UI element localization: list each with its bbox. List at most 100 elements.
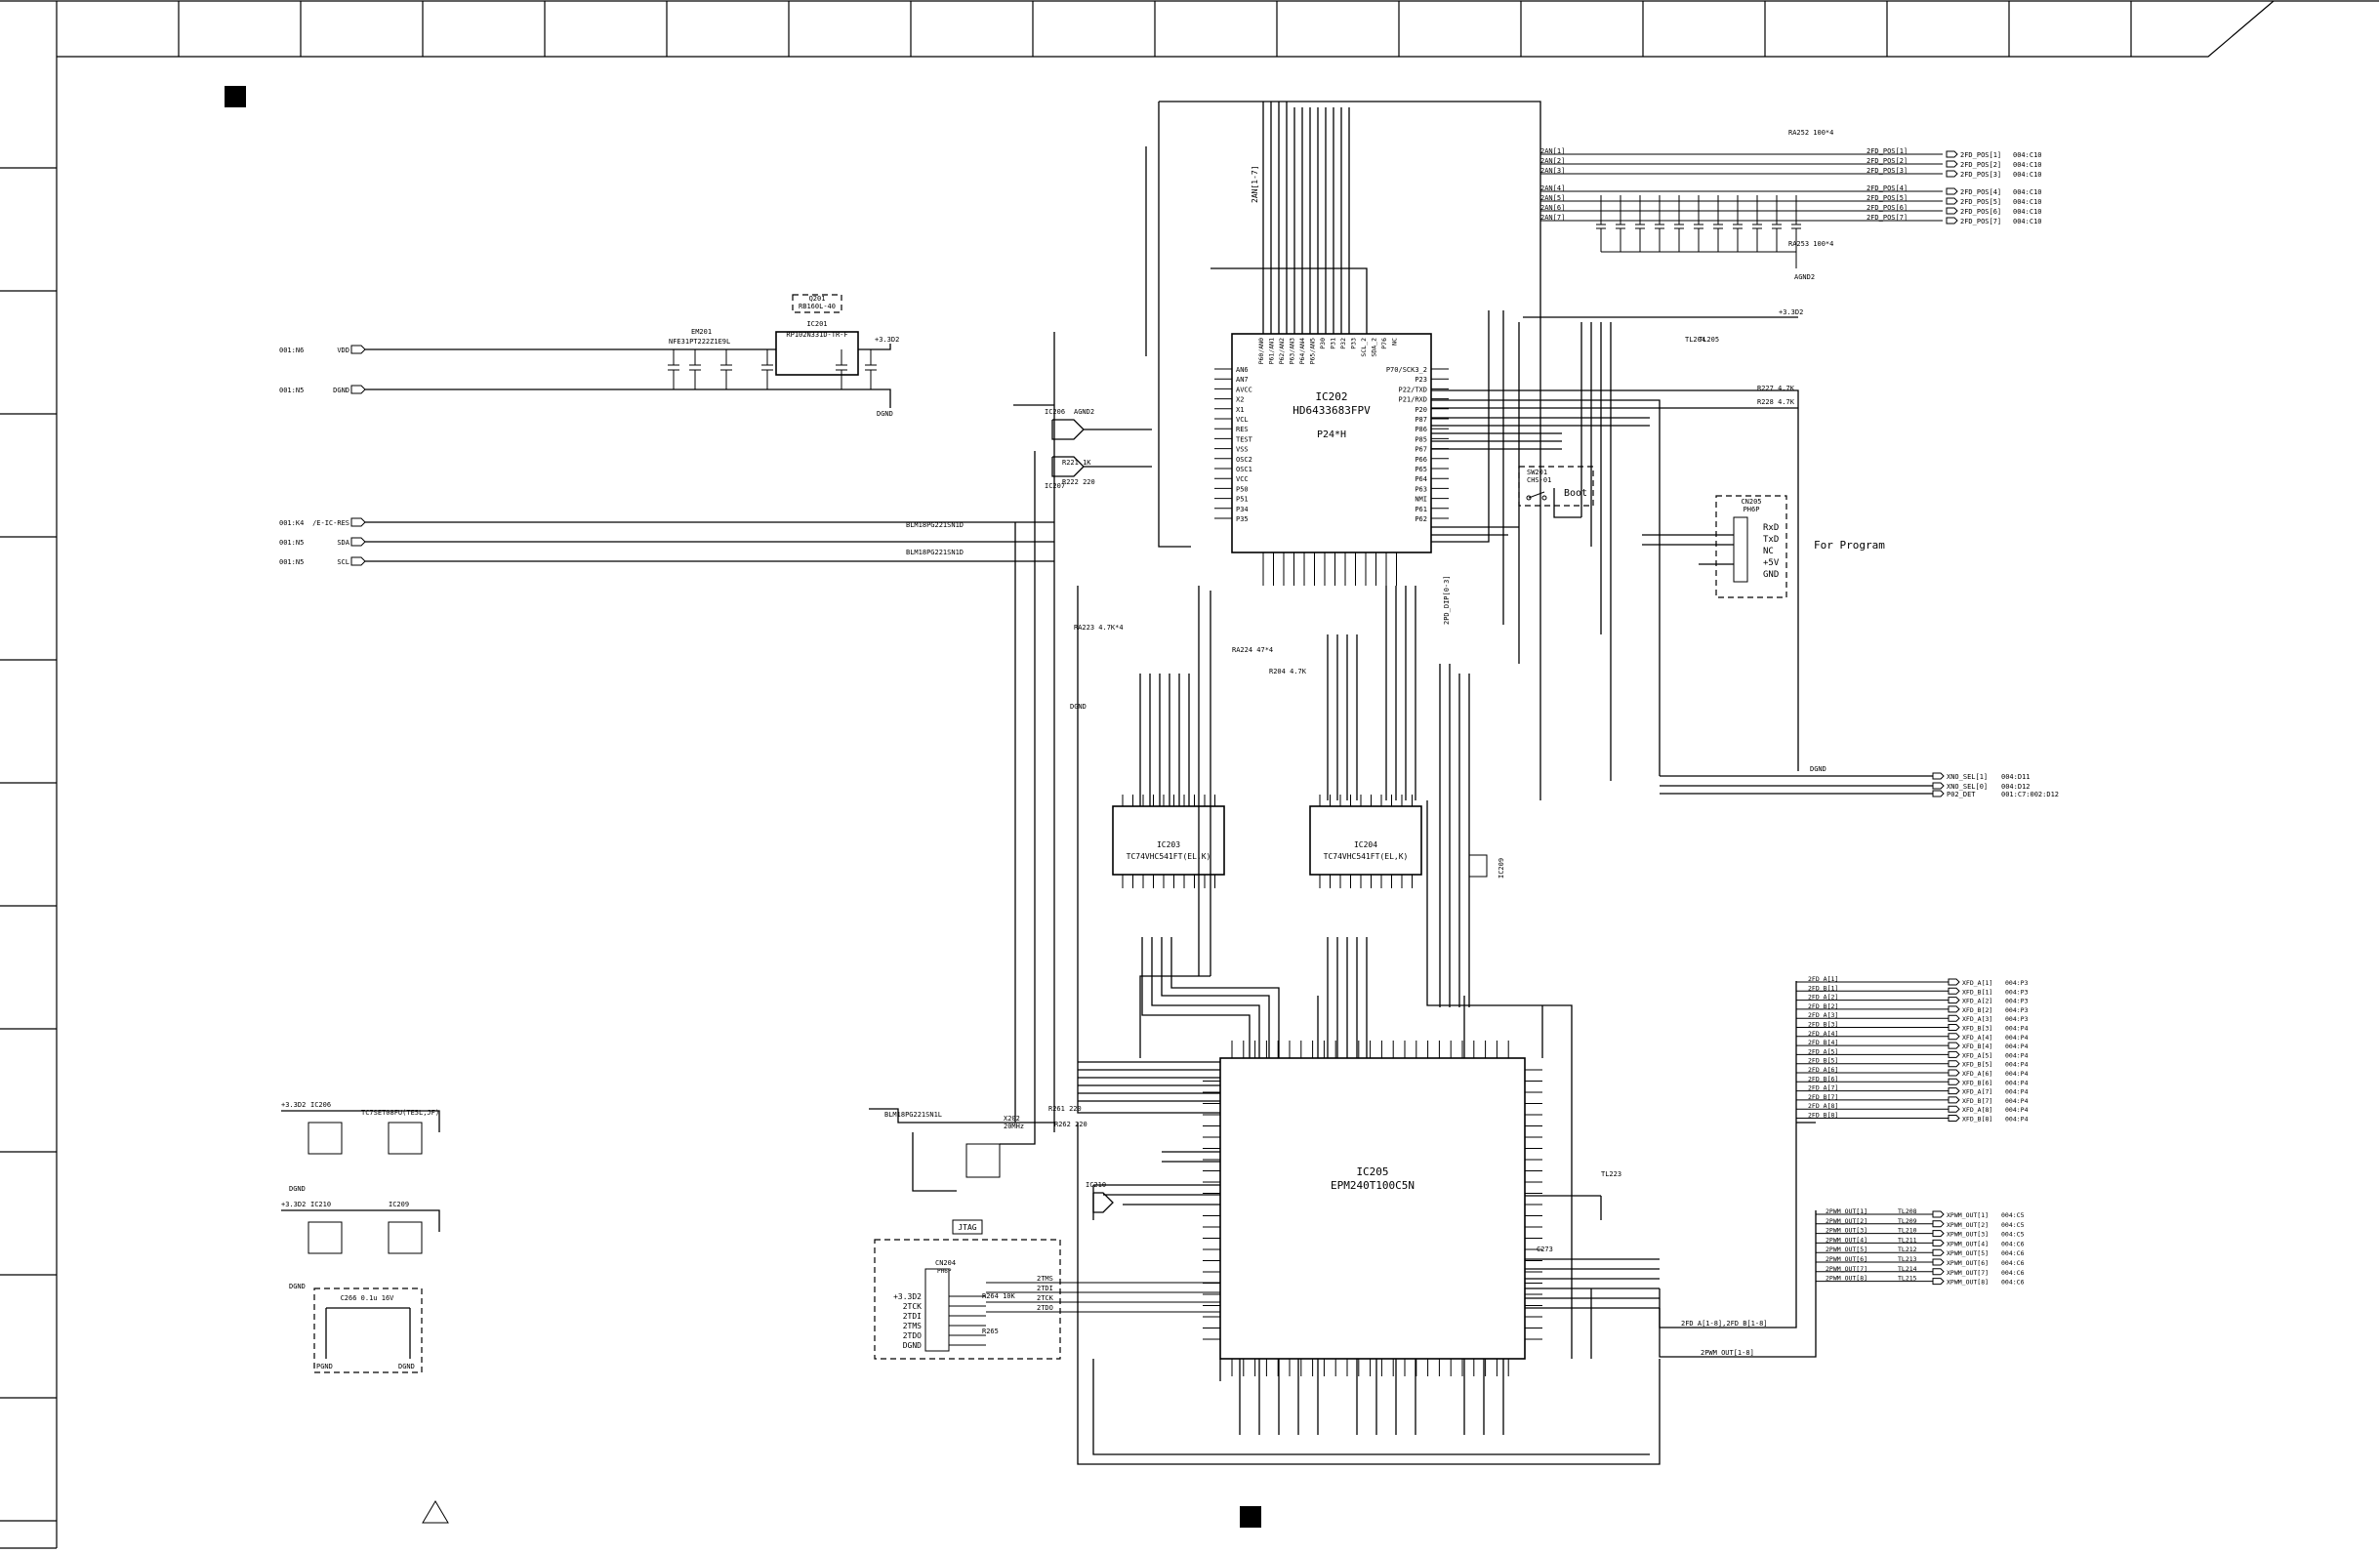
misc-labels: RA223 4.7K*4 RA224 47*4 R204 4.7K R221 1… [906, 273, 1826, 1335]
pwm-out-name: XPWM_OUT[1] [1947, 1211, 1989, 1219]
fd-out-ref: 004:P4 [2005, 1116, 2029, 1124]
ic202-pin-right: P21/RXD [1398, 396, 1427, 404]
mcu-agnd-label: AGND2 [1074, 408, 1094, 416]
pwm-tl-label: TL211 [1898, 1236, 1917, 1244]
input-net-name: SCL [337, 558, 349, 566]
output-port-icon [1948, 1042, 1960, 1049]
fd-out-name: XFD_B[1] [1962, 988, 1992, 996]
input-net-name: /E-IC-RES [312, 519, 349, 527]
input-net-name: SDA [337, 539, 349, 547]
tl204-label: TL204 [1685, 336, 1705, 344]
an-net-label: 2AN[6] [1540, 204, 1565, 212]
fd-out-ref: 004:P4 [2005, 1042, 2029, 1050]
r265-label: R265 [982, 1328, 999, 1335]
pgnd-label: PGND [316, 1363, 333, 1370]
sel-out-ref: 001:C7:002:D12 [2001, 791, 2059, 798]
pos-out-ref: 004:C10 [2013, 198, 2042, 206]
reg-gnd: DGND [877, 410, 893, 418]
ic210-lower-ref: IC210 [310, 1201, 331, 1208]
fd-out-ref: 004:P4 [2005, 1061, 2029, 1069]
fd-out-ref: 004:P4 [2005, 1051, 2029, 1059]
pwm-out-ref: 004:C6 [2001, 1279, 2025, 1287]
cn205-part: PH6P [1744, 506, 1760, 513]
ic204-part: TC74VHC541FT(EL,K) [1324, 852, 1409, 861]
r264-label: R264 10K [982, 1292, 1016, 1300]
ic202-pin-top: SCL_2 [1360, 338, 1368, 357]
ic202-part: HD6433683FPV [1293, 404, 1371, 417]
sel-out-ref: 004:D11 [2001, 773, 2031, 781]
em201-part: NFE31PT222Z1E9L [669, 338, 730, 346]
fd-out-name: XFD_A[5] [1962, 1051, 1992, 1059]
output-port-icon [1948, 1078, 1960, 1085]
an-net-label: 2AN[7] [1540, 214, 1565, 222]
output-port-icon [1948, 1060, 1960, 1068]
ic202-pin-top: P32 [1339, 338, 1347, 349]
ra252-label: RA252 100*4 [1788, 129, 1833, 137]
pos-net-label: 2FD_POS[3] [1867, 167, 1908, 175]
an-net-label: 2AN[1] [1540, 147, 1565, 155]
em201-ref: EM201 [691, 328, 712, 336]
ic202-pin-top: P65/AN5 [1309, 338, 1317, 364]
input-port-icon [350, 385, 366, 394]
tl205-label: TL205 [1699, 336, 1719, 344]
jtag-pin-label: DGND [903, 1341, 922, 1350]
output-port-icon [1948, 1087, 1960, 1095]
output-port-icon [1946, 197, 1958, 205]
pos-out-ref: 004:C10 [2013, 188, 2042, 196]
fd-bus-label: 2FD_A[1-8],2FD_B[1-8] [1681, 1320, 1768, 1328]
pos-net-label: 2FD_POS[5] [1867, 194, 1908, 202]
output-port-icon [1948, 997, 1960, 1004]
ic202-pin-left: AN7 [1236, 376, 1249, 384]
ic202-pin-right: P63 [1415, 485, 1427, 493]
fd-net-label: 2FD_A[6] [1808, 1066, 1838, 1074]
l202-label: BLM18PG221SN1D [906, 521, 964, 529]
reg-out-rail: +3.3D2 [875, 336, 899, 344]
input-port-icon [350, 556, 366, 566]
ic202-pin-top: NC [1391, 338, 1399, 346]
ic202-pin-left: P50 [1236, 485, 1249, 493]
input-sheet-ref: 001:N5 [279, 387, 304, 394]
an-net-label: 2AN[5] [1540, 194, 1565, 202]
l201-label: BLM18PG221SN1L [884, 1111, 942, 1119]
ic201-ref: IC201 [806, 320, 827, 328]
ic202-pin-right: P85 [1415, 435, 1427, 443]
cn205-ref: CN205 [1741, 498, 1761, 506]
sel-dgnd-label: DGND [1810, 765, 1826, 773]
output-port-icon [1948, 1105, 1960, 1113]
fd-out-name: XFD_B[2] [1962, 1006, 1992, 1014]
input-sheet-ref: 001:N5 [279, 558, 304, 566]
output-port-icon [1948, 987, 1960, 995]
ic202-pin-top: P62/AN2 [1278, 338, 1286, 364]
jtag-section: JTAG CN204 PH6P +3.3D22TCK2TDI2TMS2TDODG… [874, 1219, 1220, 1360]
ic202-pin-right: P70/SCK3_2 [1386, 366, 1427, 374]
pwm-net-label: 2PWM_OUT[8] [1826, 1275, 1867, 1283]
fd-out-name: XFD_A[3] [1962, 1015, 1992, 1023]
pwm-out-name: XPWM_OUT[2] [1947, 1221, 1989, 1229]
cn205-pin-label: NC [1763, 547, 1774, 556]
r227-label: R227 4.7K [1757, 385, 1795, 392]
pwm-out-ref: 004:C6 [2001, 1249, 2025, 1257]
fd-out-name: XFD_B[6] [1962, 1079, 1992, 1086]
output-port-icon [1932, 790, 1945, 797]
pos-out-name: 2FD_POS[6] [1960, 208, 2001, 216]
fd-net-label: 2FD_A[1] [1808, 975, 1838, 983]
output-port-icon [1948, 1050, 1960, 1058]
fd-net-label: 2FD_A[8] [1808, 1102, 1838, 1110]
an-net-label: 2AN[2] [1540, 157, 1565, 165]
pwm-tl-label: TL212 [1898, 1246, 1917, 1253]
ic203-buffer: IC203 TC74VHC541FT(EL,K) [1112, 795, 1225, 888]
fd-net-label: 2FD_B[3] [1808, 1021, 1838, 1029]
pwm-tl-label: TL214 [1898, 1265, 1917, 1273]
jtag-net-label: 2TCK [1037, 1294, 1054, 1302]
fd-output-section: 2FD_A[1]XFD_A[1]004:P32FD_B[1]XFD_B[1]00… [1795, 975, 2029, 1124]
ra223-label: RA223 4.7K*4 [1074, 624, 1124, 632]
sel-out-name: XNO_SEL[1] [1947, 773, 1988, 781]
ic202-pin-left: TEST [1236, 435, 1253, 443]
c266-label: C266 0.1u 16V [341, 1294, 395, 1302]
sel-out-ref: 004:D12 [2001, 783, 2031, 791]
ic202-pin-top: SDA_2 [1371, 338, 1378, 357]
pwm-net-label: 2PWM_OUT[2] [1826, 1217, 1867, 1225]
ic202-pin-left: RES [1236, 426, 1249, 433]
fd-out-name: XFD_A[6] [1962, 1070, 1992, 1078]
